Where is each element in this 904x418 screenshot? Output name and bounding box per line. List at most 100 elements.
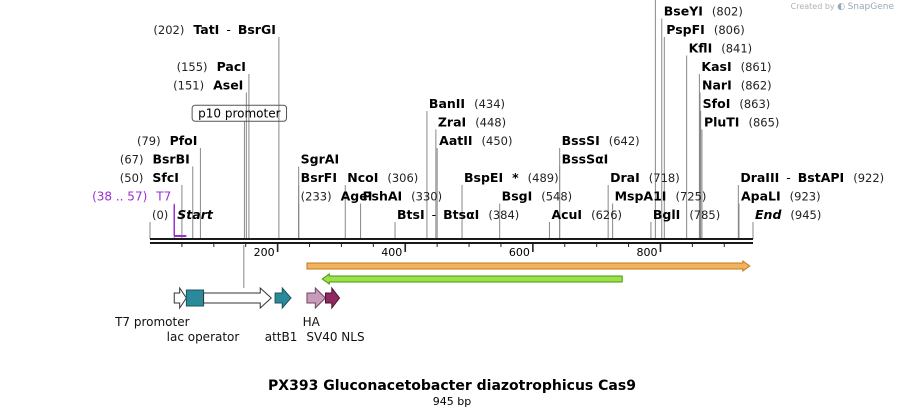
site-part-asei: AseI — [213, 78, 243, 93]
site-part-nari: NarI — [702, 78, 732, 93]
feature-label-attb1: attB1 — [265, 330, 298, 344]
site-part-718: (718) — [649, 171, 680, 185]
site-leader-lines — [149, 0, 754, 288]
site-label-kasi-861: KasI(861) — [701, 59, 771, 74]
feature-label-sv40-nls: SV40 NLS — [306, 330, 364, 344]
ruler-label-200: 200 — [254, 246, 275, 259]
site-part-start: Start — [177, 207, 214, 222]
site-part-banii: BanII — [429, 96, 465, 111]
site-label-bgli-785: BglI (785) — [653, 207, 720, 222]
ruler-label-400: 400 — [381, 246, 402, 259]
site-part-806: (806) — [714, 23, 745, 37]
site-part-bsrgi: BsrGI — [238, 22, 276, 37]
site-part-bsrbi: BsrBI — [152, 152, 189, 167]
plasmid-map: (0) Start (233)AgeI BsrFI SgrAI NcoI(306) PshA… — [92, 0, 884, 344]
site-label-sfoi-863: SfoI(863) — [703, 96, 771, 111]
p10-promoter-label: p10 promoter — [198, 106, 280, 120]
site-part-862: (862) — [741, 79, 772, 93]
site-label-pshai-330: PshAI(330) — [363, 189, 443, 204]
site-part-923: (923) — [790, 190, 821, 204]
site-part-802: (802) — [712, 5, 743, 19]
site-part-489: (489) — [528, 171, 559, 185]
site-part-t7: T7 — [155, 190, 171, 204]
site-part-922: (922) — [853, 171, 884, 185]
site-part-bgli: BglI — [653, 207, 680, 222]
site-label-zrai-448: ZraI (448) — [438, 115, 506, 130]
site-label-mspa1i-725: MspA1I(725) — [615, 189, 707, 204]
feature-label-t7-promoter: T7 promoter — [114, 315, 190, 329]
site-part-38-57: (38 .. 57) — [92, 190, 147, 204]
site-part-865: (865) — [748, 116, 779, 130]
site-part-drai: DraI — [610, 170, 640, 185]
site-part-50: (50) — [120, 171, 144, 185]
site-part-785: (785) — [689, 208, 720, 222]
site-part-bsrfi: BsrFI — [301, 170, 337, 185]
site-part-67: (67) — [120, 153, 144, 167]
site-part-paci: PacI — [217, 59, 246, 74]
snapgene-credit: Created by ◐ SnapGene — [791, 2, 894, 12]
feature-ha — [306, 286, 327, 310]
site-label-38-57-t7: (38 .. 57) T7 — [92, 190, 171, 204]
site-label-155-paci: (155)PacI — [177, 59, 246, 74]
site-part-bseyi: BseYI — [664, 4, 703, 19]
feature-attb1 — [274, 286, 292, 310]
site-part-pshai: PshAI — [363, 189, 403, 204]
site-label-233-agei: (233)AgeI — [301, 189, 373, 204]
site-part-384: (384) — [488, 208, 519, 222]
site-part-448: (448) — [475, 116, 506, 130]
site-labels: (0) Start (233)AgeI BsrFI SgrAI NcoI(306) PshA… — [92, 4, 884, 223]
site-part-kfli: KflI — [689, 41, 713, 56]
site-part-450: (450) — [482, 134, 513, 148]
green-orf — [321, 273, 623, 285]
site-part-agei: AgeI — [341, 189, 373, 204]
site-part-642: (642) — [609, 134, 640, 148]
site-part-pluti: PluTI — [704, 115, 740, 130]
site-part-zrai: ZraI — [438, 115, 466, 130]
snapgene-logo: ◐ — [837, 2, 846, 12]
site-label-acui-626: AcuI (626) — [551, 207, 622, 222]
site-part-863: (863) — [739, 97, 770, 111]
site-label-nari-862: NarI (862) — [702, 78, 772, 93]
site-part-bsgi: BsgI — [502, 189, 533, 204]
feature-lac-operator — [185, 289, 205, 307]
feature-label-lac-operator: lac operator — [167, 330, 240, 344]
feature-segment-2 — [203, 286, 272, 310]
site-label-drai-718: DraI (718) — [610, 170, 680, 185]
site-part-bsss-i: BssSαI — [562, 152, 609, 167]
site-part-ncoi: NcoI — [347, 170, 378, 185]
site-label-67-bsrbi: (67) BsrBI — [120, 152, 190, 167]
site-part-725: (725) — [675, 190, 706, 204]
site-label-sgrai: SgrAI — [301, 152, 339, 167]
plasmid-length: 945 bp — [432, 395, 472, 408]
site-part-: - — [786, 170, 791, 185]
site-part-tati: TatI — [193, 22, 219, 37]
site-label-ncoi-306: NcoI(306) — [347, 170, 418, 185]
site-label-btsi-bts-i-384: BtsI-BtsαI(384) — [397, 207, 519, 222]
site-part-kasi: KasI — [701, 59, 731, 74]
site-label-pluti-865: PluTI (865) — [704, 115, 779, 130]
site-part-bts-i: BtsαI — [443, 207, 479, 222]
site-label-apali-923: ApaLI(923) — [741, 189, 821, 204]
plasmid-title: PX393 Gluconacetobacter diazotrophicus C… — [268, 378, 636, 394]
site-label-bspei-489: BspEI*(489) — [464, 170, 559, 185]
site-part-79: (79) — [137, 134, 161, 148]
site-label-202-tati-bsrgi: (202)TatI-BsrGI — [153, 22, 275, 37]
orange-orf — [306, 260, 751, 272]
site-part-btsi: BtsI — [397, 207, 425, 222]
site-part-bsssi: BssSI — [562, 133, 600, 148]
site-label-79-pfoi: (79)PfoI — [137, 133, 197, 148]
site-part-acui: AcuI — [551, 207, 582, 222]
site-part-626: (626) — [591, 208, 622, 222]
site-part-0: (0) — [152, 208, 168, 222]
site-part-bstapi: BstAPI — [798, 170, 844, 185]
site-label-draiii-bstapi-922: DraIII-BstAPI(922) — [740, 170, 884, 185]
site-label-kfli-841: KflI(841) — [689, 41, 753, 56]
site-label-bseyi-802: BseYI (802) — [664, 4, 743, 19]
feature-sv40-nls — [324, 286, 341, 310]
site-part-945: (945) — [790, 208, 821, 222]
p10-promoter-box — [191, 104, 288, 122]
site-label-bsss-i: BssSαI — [562, 152, 609, 167]
site-label-151-asei: (151)AseI — [173, 78, 243, 93]
